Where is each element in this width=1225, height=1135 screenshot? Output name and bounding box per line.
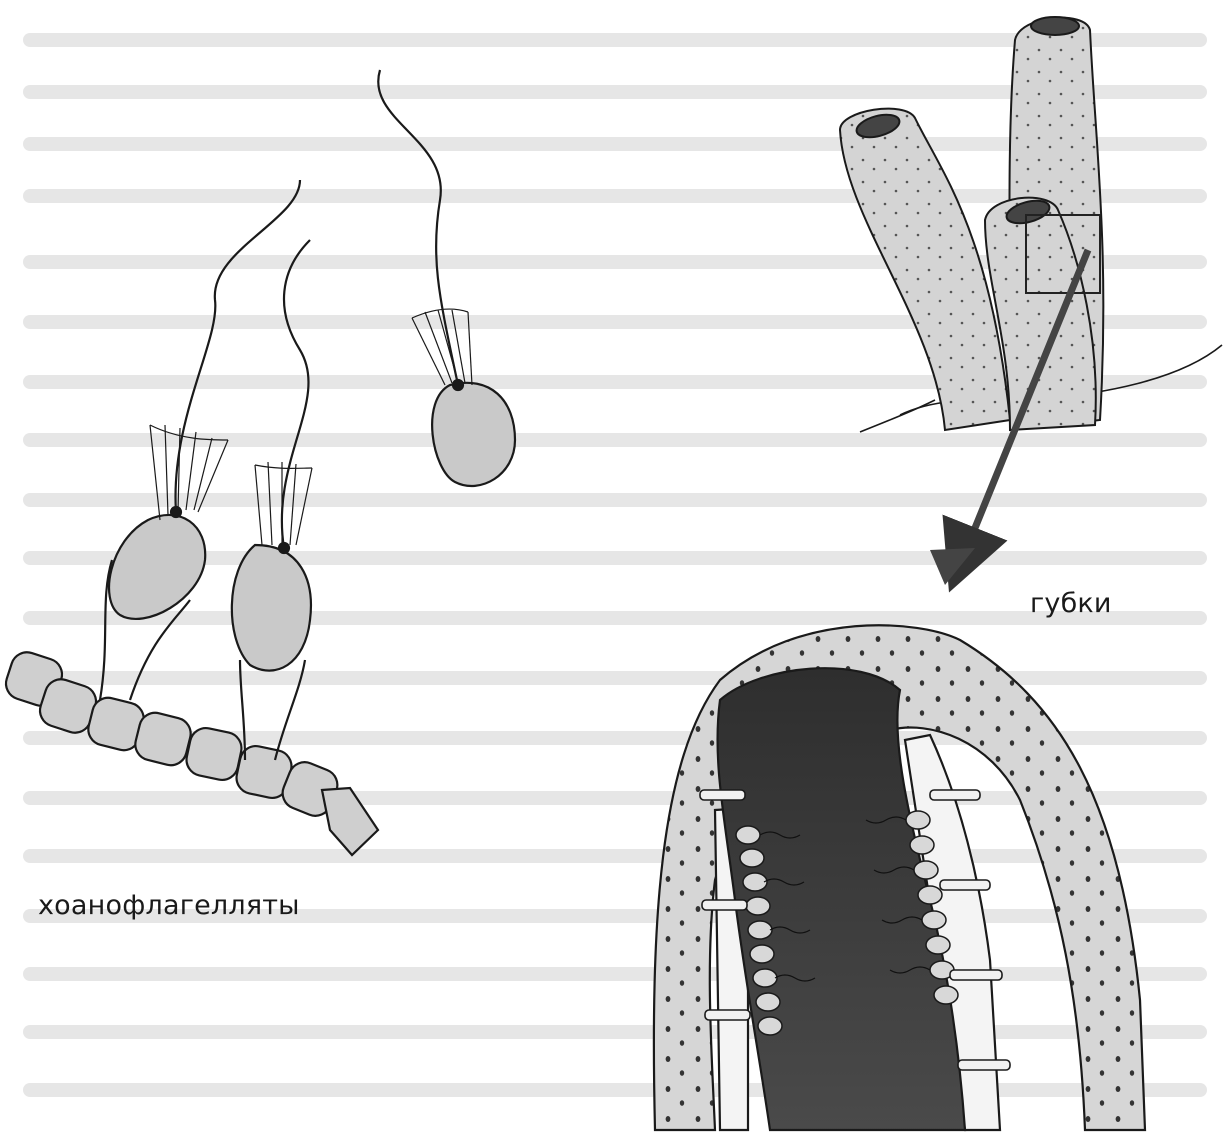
sponge-cross-section	[654, 625, 1145, 1130]
choanoflagellates-label: хоанофлагелляты	[38, 890, 300, 921]
choanoflagellate-cell-3	[378, 70, 515, 486]
choanoflagellate-cell-2	[232, 240, 312, 671]
flagellum-1	[175, 180, 300, 512]
sponges-label: губки	[1030, 588, 1112, 619]
